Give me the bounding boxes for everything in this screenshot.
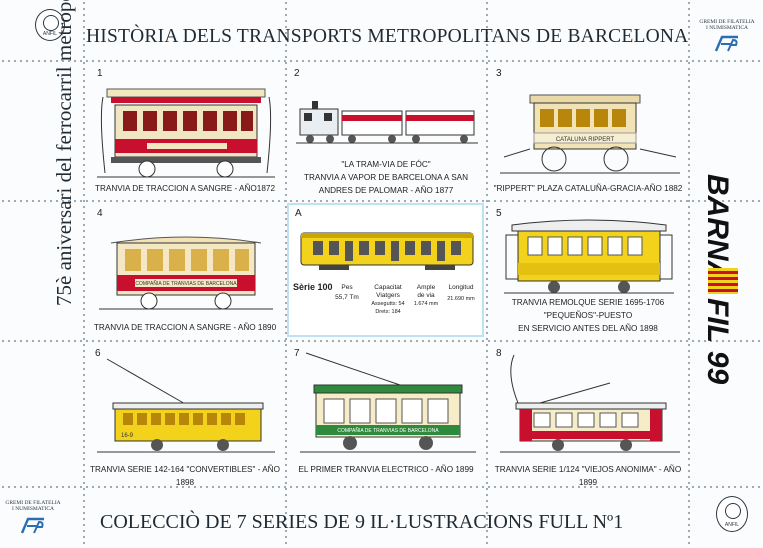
weight-label: Pes 55,7 Tm [335,284,359,301]
stamp-caption: TRANVIA REMOLQUE SERIE 1695-1706 "PEQUEÑ… [511,298,665,333]
stamp-number: A [295,208,302,219]
perforation-line [0,340,763,342]
stamp-6: 6 16-9 TRANVIA SERIE 142-164 "CONVERTIBL… [87,343,283,487]
anfil-emblem: ANFIL [716,496,748,532]
stamp-number: 2 [294,68,300,79]
convertible-tram-1898-illustration: 16-9 [97,358,275,453]
stamp-caption: TRANVIA DE TRACCION A SANGRE - AÑO1872 [94,184,276,193]
car-lettering: 16-9 [121,433,134,439]
serie-label: Sèrie 100 [293,282,333,292]
perforation-line [285,0,287,548]
stamp-number: 7 [294,348,300,359]
stamp-2: 2 "LA TRAM-VIA DE FÓC" TRANVIA A VAPOR D… [288,63,484,198]
first-electric-tram-1899-illustration: COMPAÑIA DE TRANVIAS DE BARCELONA [300,352,476,453]
rippert-tram-1882-illustration: CATALUNA RIPPERT [500,94,680,174]
car-lettering: COMPAÑIA DE TRANVIAS DE BARCELONA [337,427,439,434]
footer-title: COLECCIÒ DE 7 SERIES DE 9 IL·LUSTRACIONS… [100,511,624,533]
logo-word-fil99: FIL 99 [701,298,734,384]
steam-tram-1877-illustration [296,101,478,144]
perforation-line [0,486,763,488]
viejos-anonima-tram-1899-illustration [500,354,680,453]
perforation-line [486,0,488,548]
trailer-tram-1695-illustration [504,219,674,294]
gremi-fp-logo [20,517,44,534]
barnafil-99-logo: BARNA FIL 99 [701,174,738,384]
stamp-3: 3 CATALUNA RIPPERT "RIPPERT" PLAZA CATAL… [490,63,686,198]
stamp-number: 3 [496,68,502,79]
length-label: Longitud 21.690 mm [447,284,475,302]
car-lettering: CATALUNA RIPPERT [556,137,615,143]
page-title: HISTÒRIA DELS TRANSPORTS METROPOLITANS D… [86,26,689,47]
anfil-emblem: ANFIL [35,9,65,41]
stamp-number: 4 [97,208,103,219]
perforation-line [0,200,763,202]
stamp-7: 7 COMPAÑIA DE TRANVIAS DE BARCELONA EL P… [288,343,484,483]
logo-word-barna: BARNA [701,174,734,282]
catalan-flag-mark [708,268,738,294]
stamp-caption: TRANVIA SERIE 142-164 "CONVERTIBLES" - A… [90,465,280,487]
stamp-number: 6 [95,348,101,359]
stamp-caption: TRANVIA SERIE 1/124 "VIEJOS ANONIMA" - A… [494,465,682,487]
stamp-number: 5 [496,208,502,219]
stamp-8: 8 TRANVIA SERIE 1/124 "VIEJOS ANONIMA" -… [490,343,686,487]
gremi-fp-logo [714,35,738,52]
horse-tram-1890-illustration: COMPAÑIA DE TRANVIAS DE BARCELONA [99,236,273,310]
stamp-number: 1 [97,68,103,79]
perforation-line [0,60,763,62]
side-text: 75è aniversari del ferrocarril metropoli… [52,0,76,306]
perforation-line [688,0,690,548]
stamp-caption: TRANVIA DE TRACCION A SANGRE - AÑO 1890 [93,323,277,332]
capacity-label: Capacitat Viatgers Assegutts: 54 Drets: … [371,284,405,315]
stamp-caption: EL PRIMER TRANVIA ELECTRICO - AÑO 1899 [298,465,474,474]
stamp-caption: "RIPPERT" PLAZA CATALUÑA-GRACIA-AÑO 1882 [493,184,683,193]
metro-car-serie-100-illustration [300,232,474,270]
gauge-label: Ample de via 1.674 mm [413,284,439,307]
stamp-5: 5 TRANVIA REMOLQUE SERIE 1695-1706 "PEQU… [490,203,686,338]
car-lettering: COMPAÑIA DE TRANVIAS DE BARCELONA [135,280,237,287]
stamp-number: 8 [496,348,502,359]
stamp-caption: "LA TRAM-VIA DE FÓC" TRANVIA A VAPOR DE … [303,160,469,195]
stamp-a: A Sèrie 100 Pes 55,7 Tm Capacitat Viatge… [287,203,484,337]
stamp-1: 1 TRANVIA DE TRACCION A SANGRE - AÑO1872 [87,63,283,198]
horse-tram-1872-illustration [97,88,275,178]
perforation-line [83,0,85,548]
stamp-4: 4 COMPAÑIA DE TRANVIAS DE BARCELONA TRAN… [87,203,283,338]
